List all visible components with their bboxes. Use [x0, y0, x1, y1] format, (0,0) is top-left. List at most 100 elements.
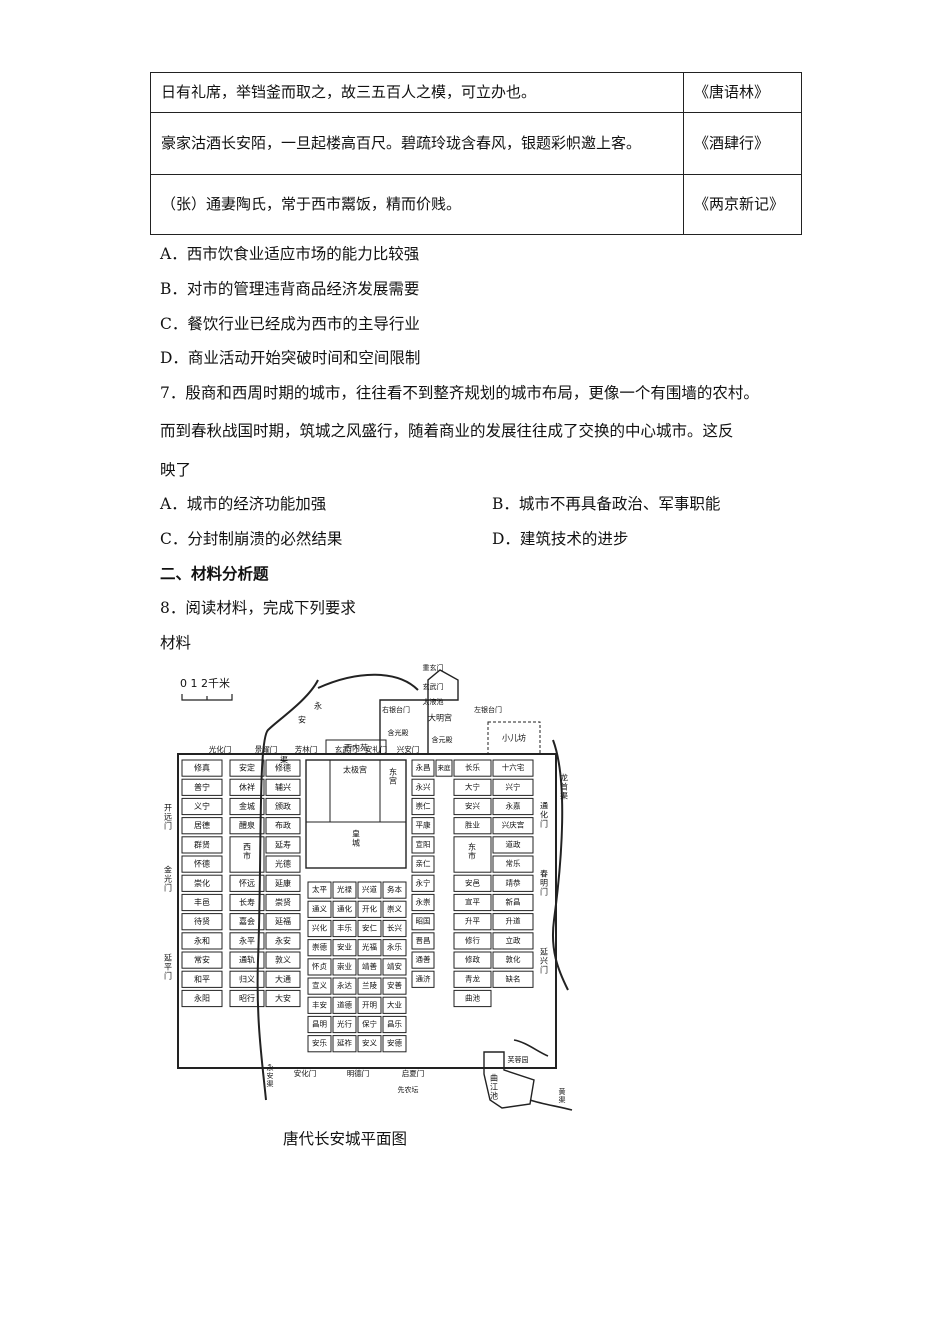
ward-label: 升道	[506, 916, 521, 926]
west-gate-label: 金	[164, 865, 172, 875]
ward-block	[229, 932, 265, 950]
ward-block	[411, 874, 435, 892]
ward-label: 修政	[465, 954, 480, 964]
ward-label: 靖善	[362, 961, 377, 971]
ward-block	[411, 817, 435, 835]
ward-block	[411, 836, 435, 854]
ward-label: 十六宅	[502, 762, 525, 772]
east-palace-label: 东	[389, 767, 397, 777]
east-palace-label: 宫	[389, 776, 397, 786]
ward-label: 群贤	[194, 839, 210, 849]
ward-block	[265, 932, 301, 950]
daming-xuanwu-label: 玄武门	[423, 682, 444, 691]
ward-block	[453, 913, 492, 931]
ward-label: 开化	[362, 903, 377, 913]
ward-block	[307, 1015, 332, 1034]
ward-label: 修行	[465, 935, 480, 945]
ward-block	[265, 855, 301, 873]
ward-label: 永嘉	[506, 801, 521, 811]
ward-label: 崇德	[312, 942, 327, 952]
ward-block	[357, 939, 382, 957]
ward-label: 兴宁	[506, 781, 521, 791]
ward-block	[357, 958, 382, 976]
ward-label: 丰邑	[194, 897, 210, 907]
ward-block	[382, 1035, 407, 1053]
ward-label: 长寿	[239, 897, 255, 907]
ward-label: 青龙	[465, 973, 480, 983]
ward-block	[357, 1035, 382, 1053]
ward-label: 通善	[416, 954, 431, 964]
ward-label: 安仁	[362, 923, 377, 933]
west-market-block	[229, 836, 265, 873]
ward-label: 和平	[194, 975, 210, 984]
ward-block	[411, 951, 435, 969]
ward-block	[229, 970, 265, 988]
ward-block	[181, 817, 223, 835]
ward-block	[332, 958, 357, 976]
source-table: 日有礼席，举铛釜而取之，故三五百人之模，可立办也。《唐语林》豪家沽酒长安陌，一旦…	[150, 72, 802, 235]
ward-label: 布政	[275, 820, 291, 830]
ward-block	[265, 970, 301, 988]
ward-label: 永平	[239, 935, 255, 945]
ward-label: 永达	[337, 980, 352, 990]
ward-label: 曲池	[465, 993, 480, 1003]
ward-block	[229, 893, 265, 912]
ward-block	[229, 951, 265, 969]
table-row: 日有礼席，举铛釜而取之，故三五百人之模，可立办也。《唐语林》	[150, 72, 802, 113]
ward-label: 延福	[275, 916, 291, 926]
imperial-city-label: 城	[352, 839, 360, 848]
q7-stem-line2: 而到春秋战国时期，筑城之风盛行，随着商业的发展往往成了交换的中心城市。这反	[160, 422, 734, 440]
ward-block	[181, 836, 223, 854]
ward-label: 来庭	[438, 763, 452, 772]
west-court-block	[325, 739, 387, 755]
ward-block	[492, 913, 534, 931]
q7-option-b: B．城市不再具备政治、军事职能	[492, 495, 721, 513]
ward-label: 怀德	[194, 859, 210, 869]
ward-block	[453, 893, 492, 912]
ward-block	[332, 919, 357, 938]
ward-label: 永安	[275, 935, 291, 945]
ward-label: 大通	[275, 974, 291, 984]
ward-label: 大安	[275, 993, 291, 1003]
ward-block	[382, 996, 407, 1014]
yongan-canal-label: 安	[298, 715, 306, 725]
ward-label: 立政	[506, 935, 521, 945]
ward-block	[453, 951, 492, 969]
hanyuan-hall-label: 含元殿	[432, 735, 453, 744]
q7-option-a: A．城市的经济功能加强	[160, 495, 327, 513]
q6-option-a: A．西市饮食业适应市场的能力比较强	[160, 245, 420, 263]
ward-block	[492, 874, 534, 892]
ward-block	[357, 996, 382, 1014]
west-market-label: 市	[243, 850, 251, 860]
ward-label: 兴道	[362, 884, 377, 894]
ward-block	[307, 900, 332, 918]
ward-block	[411, 932, 435, 950]
ward-block	[265, 913, 301, 931]
ward-label: 辅兴	[275, 782, 291, 792]
north-gate-label: 安礼门	[365, 744, 388, 754]
palace-side-block	[305, 759, 331, 823]
ward-block	[453, 778, 492, 796]
hanguang-hall-label: 含光殿	[388, 728, 409, 737]
ward-block	[382, 881, 407, 899]
ward-label: 怀远	[239, 878, 255, 888]
ward-label: 安业	[337, 942, 352, 952]
ward-label: 保宁	[362, 1019, 377, 1029]
ward-block	[181, 778, 223, 796]
ward-block	[181, 989, 223, 1008]
ward-label: 崇贤	[275, 898, 291, 907]
imperial-city-label: 皇	[352, 829, 360, 839]
ward-block	[265, 797, 301, 816]
east-market-label: 东	[468, 841, 476, 851]
ward-label: 安义	[362, 1038, 377, 1048]
ward-label: 修真	[194, 763, 210, 773]
huang-canal-label: 渠	[559, 1095, 566, 1104]
ward-label: 道德	[337, 999, 352, 1009]
north-gate-label: 光化门	[209, 744, 232, 754]
ward-block	[229, 797, 265, 816]
yongan-canal-line	[256, 679, 319, 1101]
ward-block	[411, 893, 435, 912]
ward-block	[453, 874, 492, 892]
ward-label: 平康	[416, 820, 431, 830]
ward-label: 醴泉	[239, 820, 255, 830]
